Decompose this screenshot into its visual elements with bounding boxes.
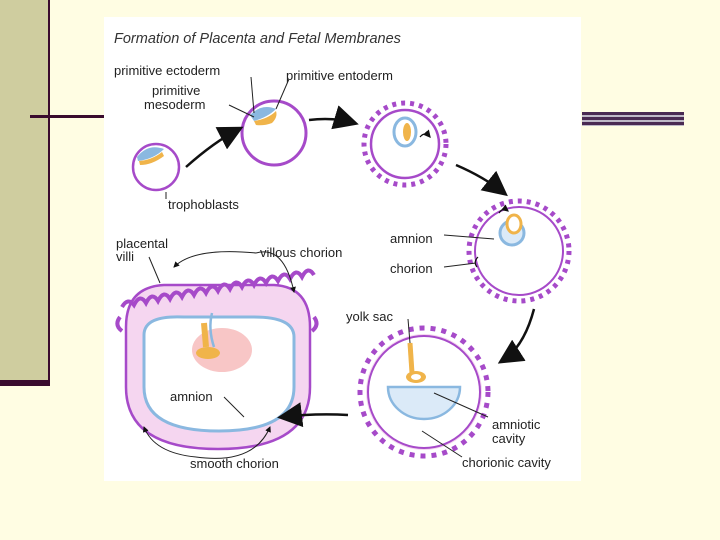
leader-lines (142, 76, 495, 459)
label-amnion-stage4: amnion (390, 231, 433, 246)
label-primitive-ectoderm: primitive ectoderm (114, 63, 220, 78)
label-yolk-sac: yolk sac (346, 309, 393, 324)
label-chorionic-cavity: chorionic cavity (462, 455, 551, 470)
sidebar-bottom-rule (0, 380, 48, 386)
stage-6-placenta (115, 268, 319, 451)
label-amniotic-cavity-1: amniotic (492, 417, 541, 432)
label-amniotic-cavity-2: cavity (492, 431, 526, 446)
label-primitive-mesoderm-2: mesoderm (144, 97, 205, 112)
title-rule-left (30, 115, 115, 118)
placenta-diagram: primitive ectoderm primitive entoderm pr… (114, 63, 572, 471)
label-trophoblasts: trophoblasts (168, 197, 239, 212)
sidebar-decoration (0, 0, 50, 386)
label-villous-chorion: villous chorion (260, 245, 342, 260)
diagram-labels: primitive ectoderm primitive entoderm pr… (114, 63, 551, 471)
label-primitive-entoderm: primitive entoderm (286, 68, 393, 83)
label-amnion-final: amnion (170, 389, 213, 404)
figure-panel: Formation of Placenta and Fetal Membrane… (104, 17, 581, 481)
label-placental-villi-1: placental (116, 236, 168, 251)
stage-3-implantation (361, 100, 449, 188)
stage-5-chorionic-cavity (357, 325, 491, 459)
label-chorion: chorion (390, 261, 433, 276)
title-rule-right (582, 112, 684, 126)
stage-1-blastocyst (131, 142, 181, 192)
label-primitive-mesoderm-1: primitive (152, 83, 200, 98)
stage-arrows (185, 105, 536, 428)
stage-4-amnion-formation (466, 198, 572, 304)
label-placental-villi-2: villi (116, 249, 134, 264)
label-smooth-chorion: smooth chorion (190, 456, 279, 471)
stage-2-blastocyst (240, 99, 308, 167)
figure-title: Formation of Placenta and Fetal Membrane… (114, 31, 401, 47)
